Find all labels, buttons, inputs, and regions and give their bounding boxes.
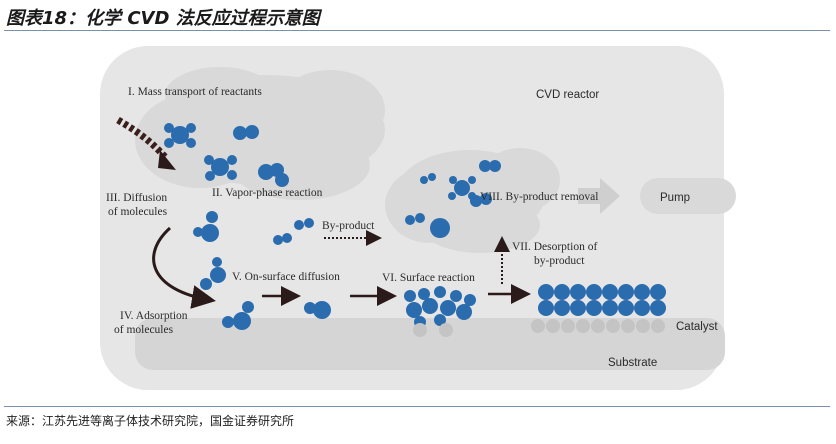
source-note: 来源：江苏先进等离子体技术研究院，国金证券研究所: [6, 414, 295, 428]
step-6-label: VI. Surface reaction: [382, 272, 475, 284]
diffusion-arrow: [152, 226, 216, 309]
step-3-label-line1: III. Diffusion: [106, 192, 167, 204]
reactor-label: CVD reactor: [536, 89, 599, 101]
mass-transport-arrowhead: [158, 150, 176, 170]
removal-arrow: [578, 178, 620, 214]
byproduct-label: By-product: [322, 220, 375, 232]
step-7-label-line2: by-product: [534, 255, 585, 267]
substrate-label: Substrate: [608, 357, 657, 369]
step-4-label-line1: IV. Adsorption: [120, 310, 188, 322]
step-8-label: VIII. By-product removal: [480, 191, 598, 203]
mass-transport-arrow: [116, 116, 169, 161]
pump-outlet: [640, 178, 736, 214]
catalyst-particles: [413, 319, 665, 337]
catalyst-label: Catalyst: [676, 321, 718, 333]
title-divider: [4, 30, 830, 31]
substrate-layer: [135, 318, 725, 370]
footer-divider: [4, 406, 830, 407]
step-4-label-line2: of molecules: [114, 324, 174, 336]
step-2-label: II. Vapor-phase reaction: [212, 187, 323, 199]
step-7-label-line1: VII. Desorption of: [512, 241, 597, 253]
step-5-label: V. On-surface diffusion: [232, 271, 340, 283]
step-3-label-line2: of molecules: [108, 206, 168, 218]
pump-label: Pump: [660, 192, 690, 204]
figure-title: 图表18：化学 CVD 法反应过程示意图: [6, 8, 320, 29]
step-1-label: I. Mass transport of reactants: [128, 86, 262, 98]
